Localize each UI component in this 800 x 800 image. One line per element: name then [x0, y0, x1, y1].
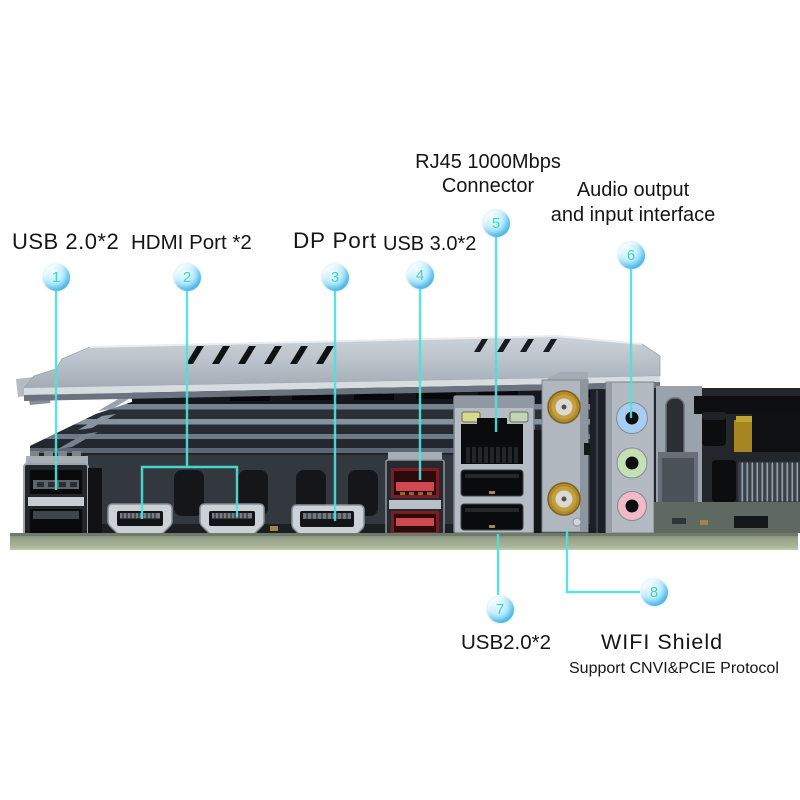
- callout-lines: [54, 237, 640, 595]
- label-usb2-rear: USB2.0*2: [461, 631, 552, 654]
- label-rj45-line2: Connector: [441, 175, 535, 197]
- label-audio-line1: Audio output: [576, 179, 690, 201]
- callout-number-1: 1: [51, 268, 61, 286]
- label-hdmi: HDMI Port *2: [131, 231, 252, 254]
- callout-number-3: 3: [330, 268, 340, 286]
- capacitor-1: [702, 412, 726, 446]
- label-dp: DP Port: [293, 228, 377, 253]
- callout-circle-4: 4: [406, 261, 434, 289]
- audio-jack-mic-pink: [617, 491, 647, 521]
- callout-circle-1: 1: [42, 263, 70, 291]
- label-usb2-front: USB 2.0*2: [12, 229, 120, 254]
- label-wifi-shield-sub: Support CNVI&PCIE Protocol: [569, 660, 779, 677]
- sma-antenna-connector-bottom: [547, 482, 581, 516]
- rj45-led-left: [461, 411, 481, 423]
- audio-jack-line-out-green: [616, 447, 648, 479]
- callout-number-2: 2: [182, 268, 192, 286]
- plate-vent-slots-right: [474, 339, 557, 352]
- callout-number-7: 7: [495, 600, 505, 618]
- callout-circle-7: 7: [486, 595, 514, 623]
- label-audio-line2: and input interface: [550, 204, 716, 226]
- label-audio: Audio output and input interface: [543, 178, 723, 228]
- label-usb3: USB 3.0*2: [383, 233, 477, 255]
- rj45-opening: [461, 418, 523, 464]
- callout-line-8: [565, 529, 640, 594]
- label-rj45: RJ45 1000Mbps Connector: [408, 150, 568, 198]
- sma-antenna-connector-top: [547, 390, 581, 424]
- heatsink-top-plate: [16, 334, 661, 405]
- gold-standoff: [734, 420, 754, 452]
- label-rj45-line1: RJ45 1000Mbps: [415, 151, 561, 173]
- slot-pins: [737, 461, 800, 503]
- hdmi-port-1: [107, 503, 173, 537]
- smd-chip: [734, 516, 768, 528]
- dp-port: [291, 504, 365, 538]
- capacitor-2: [712, 460, 736, 502]
- heatsink-fin-chevrons: [58, 396, 134, 449]
- callout-line-2: [140, 291, 239, 519]
- callout-circle-2: 2: [173, 263, 201, 291]
- callout-number-4: 4: [415, 266, 425, 284]
- callout-number-6: 6: [626, 246, 636, 264]
- callout-number-8: 8: [649, 583, 659, 601]
- usb3-red-stack: [385, 452, 445, 535]
- callout-circle-3: 3: [321, 263, 349, 291]
- wifi-shield-bracket: [534, 372, 606, 533]
- motherboard-components: [654, 386, 800, 533]
- hdmi-port-2: [199, 503, 265, 537]
- pcb-edge: [10, 533, 798, 550]
- callout-circle-5: 5: [482, 209, 510, 237]
- plate-vent-slots-left: [186, 346, 334, 364]
- callout-circle-8: 8: [640, 578, 668, 606]
- callout-number-5: 5: [491, 214, 501, 232]
- label-wifi-shield: WIFI Shield: [601, 630, 724, 654]
- rj45-led-right: [509, 411, 529, 423]
- callout-circle-6: 6: [617, 241, 645, 269]
- rj45-usb-block: [453, 395, 535, 534]
